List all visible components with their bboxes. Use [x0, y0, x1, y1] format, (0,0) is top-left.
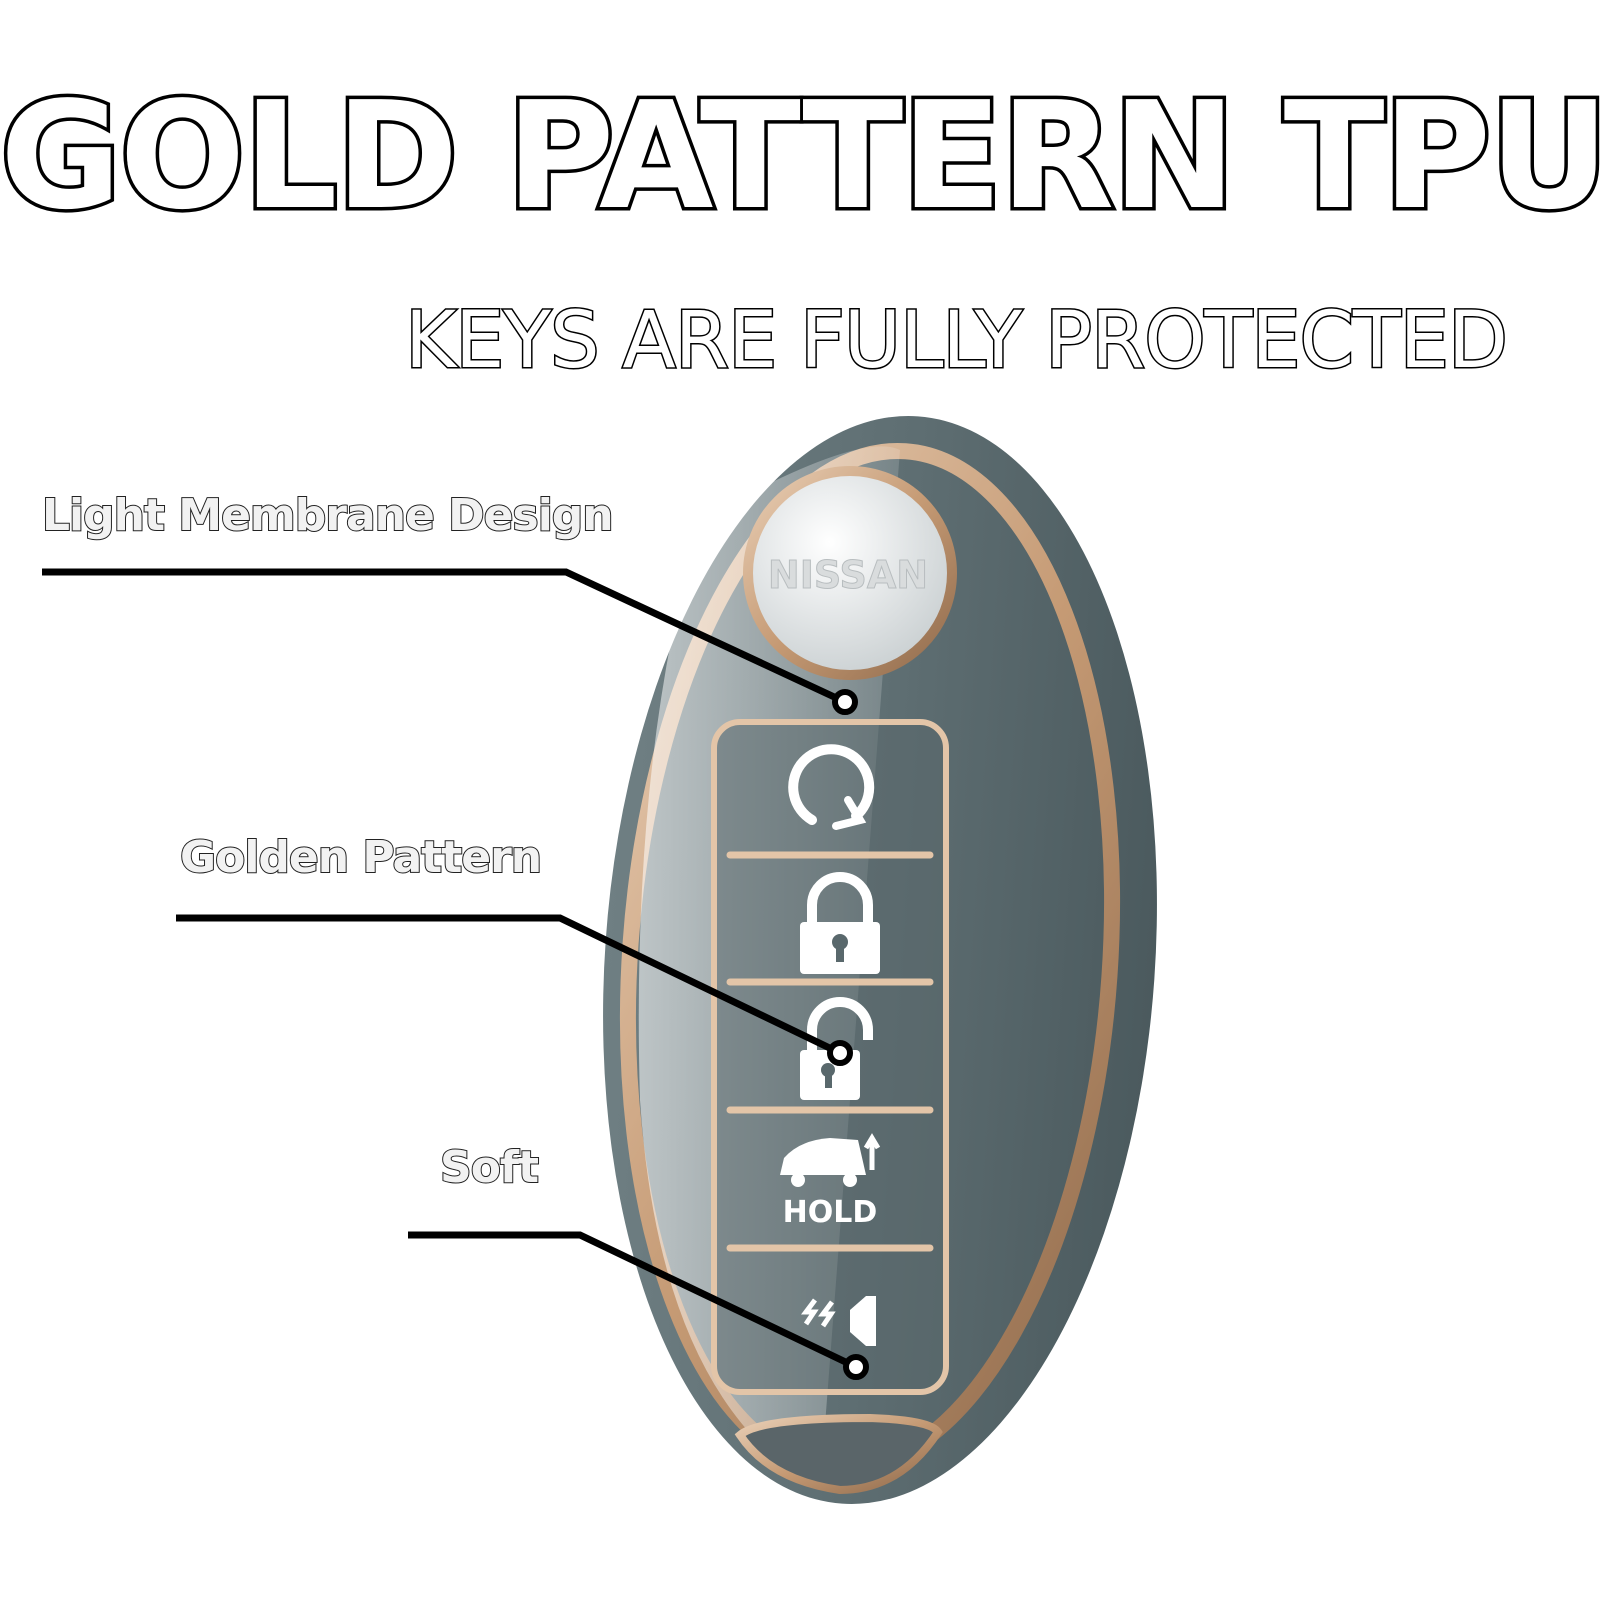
callout-dots — [827, 689, 869, 1380]
callout-label-membrane: Light Membrane Design — [41, 489, 615, 542]
trunk-icon: HOLD — [780, 1133, 881, 1230]
callout-line-membrane — [42, 568, 847, 706]
lock-icon — [800, 872, 880, 974]
callout-lines — [42, 568, 858, 1371]
key-ring-slot — [734, 1413, 943, 1495]
hold-text: HOLD — [783, 1195, 878, 1230]
callout-dot-golden — [827, 1040, 853, 1066]
headline: GOLD PATTERN TPU — [0, 67, 1600, 246]
callout-label-soft: Soft — [439, 1141, 540, 1194]
callout-line-golden — [176, 914, 842, 1057]
subheadline: KEYS ARE FULLY PROTECTED — [404, 295, 1510, 388]
nissan-logo: NISSAN — [743, 466, 957, 680]
callout-dot-membrane — [832, 689, 858, 715]
panic-alarm-icon — [801, 1296, 876, 1346]
remote-start-icon — [788, 744, 875, 830]
callout-dot-soft — [843, 1354, 869, 1380]
logo-text: NISSAN — [768, 553, 928, 597]
callout-label-golden: Golden Pattern — [179, 831, 543, 884]
callout-line-soft — [408, 1231, 858, 1371]
